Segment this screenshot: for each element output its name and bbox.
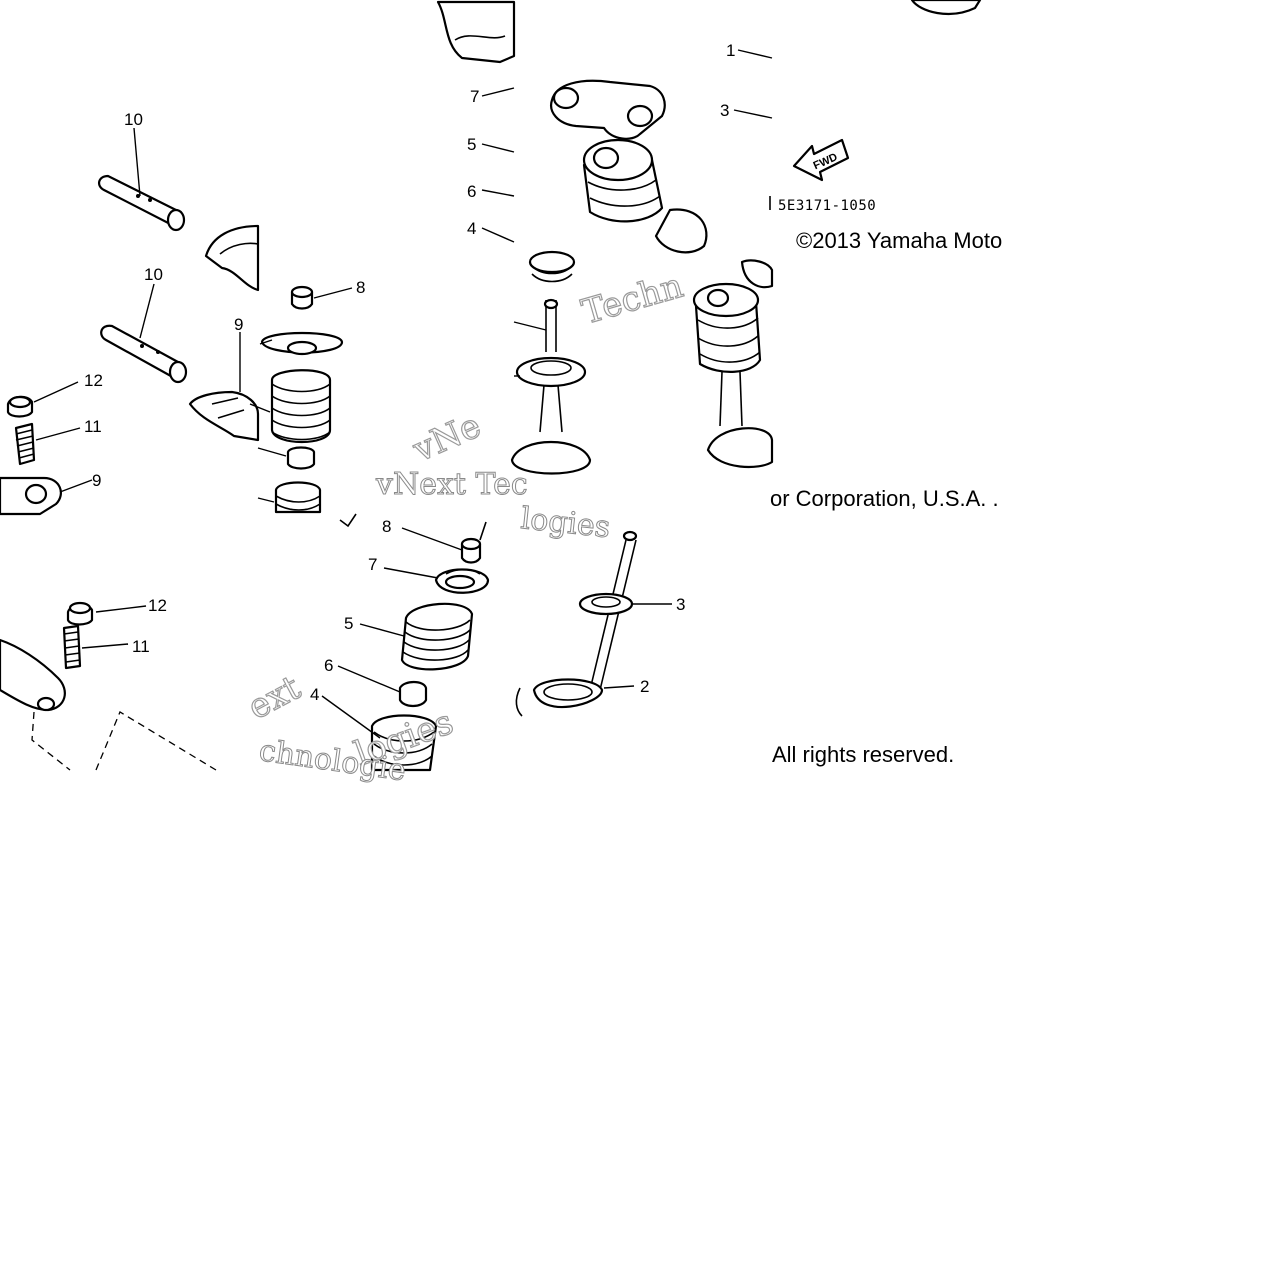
callout-10-upper: 10 bbox=[124, 110, 143, 129]
copyright-line-3: All rights reserved. bbox=[772, 742, 955, 767]
housing-fragment-left bbox=[204, 224, 260, 292]
locknut-upper bbox=[6, 381, 79, 418]
adjuster-screw-lower bbox=[62, 624, 129, 670]
part-code: 5E3171-1050 bbox=[778, 198, 876, 214]
copyright-line-1: ©2013 Yamaha Moto bbox=[796, 228, 1003, 253]
watermark-techn: Techn bbox=[577, 266, 687, 333]
rocker-arm-upper-left bbox=[0, 476, 93, 516]
rocker-axis-line bbox=[31, 711, 217, 771]
watermark-logies-mid: logies bbox=[519, 501, 612, 545]
callout-12-upper: 12 bbox=[84, 371, 103, 390]
valve-spring-top bbox=[582, 138, 708, 254]
callout-7-lower: 7 bbox=[368, 555, 377, 574]
rocker-pad-9 bbox=[188, 332, 260, 442]
callout-11-upper: 11 bbox=[84, 417, 102, 436]
rocker-arm-top bbox=[550, 79, 666, 140]
watermark-vnext-tec: vNext Tec bbox=[375, 467, 528, 502]
watermark-ext: ext bbox=[241, 668, 307, 728]
spring-seat-upper bbox=[257, 481, 357, 528]
valve-spring-upper bbox=[249, 369, 332, 444]
valve-seal-upper bbox=[257, 446, 316, 470]
callout-7-top: 7 bbox=[470, 87, 479, 106]
callout-5-lower: 5 bbox=[344, 614, 353, 633]
callout-3-top: 3 bbox=[720, 101, 729, 120]
callout-8-upper: 8 bbox=[356, 278, 365, 297]
valve-keeper-8-lower bbox=[401, 521, 487, 564]
callout-4-top: 4 bbox=[467, 219, 476, 238]
callout-6-lower: 6 bbox=[324, 656, 333, 675]
callout-8-lower: 8 bbox=[382, 517, 391, 536]
rocker-arm-lower-left bbox=[0, 638, 66, 712]
rocker-shaft-upper bbox=[98, 127, 186, 232]
rocker-shaft-lower bbox=[100, 283, 188, 384]
housing-fragment-right bbox=[910, 0, 982, 16]
callout-5-top: 5 bbox=[467, 135, 476, 154]
watermark-vne: vNe bbox=[406, 406, 486, 471]
valve-spring-right bbox=[692, 259, 774, 468]
copyright-line-2: or Corporation, U.S.A. . bbox=[770, 486, 999, 511]
valve-spring-lower bbox=[359, 602, 474, 671]
callout-12-lower: 12 bbox=[148, 596, 167, 615]
valve-assembly-right bbox=[510, 250, 592, 475]
callout-2: 2 bbox=[640, 677, 649, 696]
callout-1: 1 bbox=[726, 41, 735, 60]
housing-fragment-top bbox=[436, 0, 516, 64]
forward-direction-arrow bbox=[792, 138, 850, 182]
callout-6-top: 6 bbox=[467, 182, 476, 201]
spring-seat-lower bbox=[321, 695, 438, 772]
callout-11-lower: 11 bbox=[132, 637, 150, 656]
valve-keeper-8-upper bbox=[290, 285, 353, 310]
locknut-lower bbox=[66, 601, 147, 626]
callout-9-upper: 9 bbox=[234, 315, 243, 334]
callout-3-lower: 3 bbox=[676, 595, 685, 614]
callout-4-lower: 4 bbox=[310, 685, 319, 704]
spring-retainer-upper bbox=[259, 331, 344, 356]
adjuster-screw-upper bbox=[14, 422, 81, 466]
spring-retainer-lower bbox=[383, 567, 490, 594]
callout-10-lower: 10 bbox=[144, 265, 163, 284]
callout-9-lower: 9 bbox=[92, 471, 101, 490]
valve-assembly-lower bbox=[515, 530, 672, 717]
valve-seal-lower bbox=[337, 665, 428, 708]
